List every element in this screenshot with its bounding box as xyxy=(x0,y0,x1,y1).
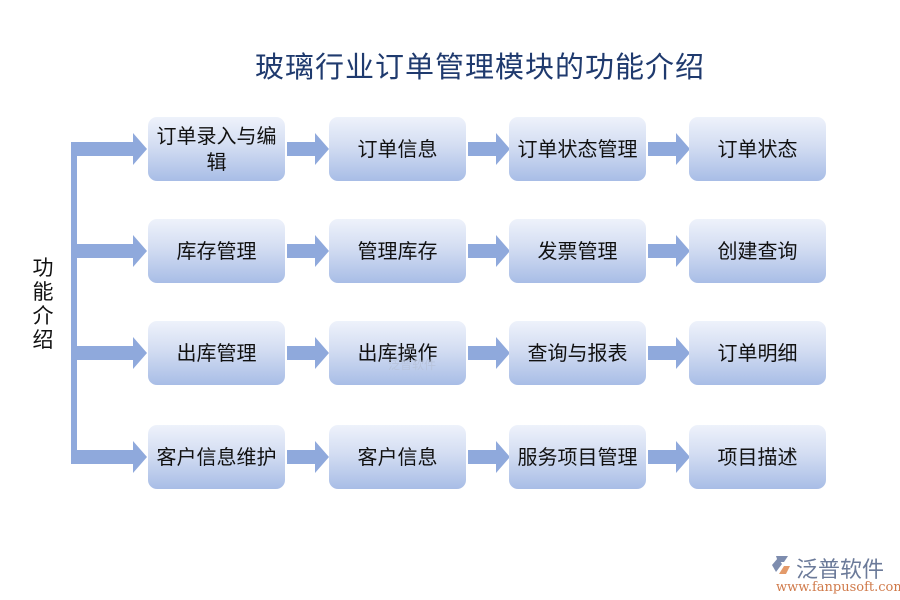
row1-box2: 订单信息 xyxy=(329,117,466,181)
row1-box4: 订单状态 xyxy=(689,117,826,181)
row1-box1: 订单录入与编辑 xyxy=(148,117,285,181)
logo-url: www.fanpusoft.com xyxy=(776,580,900,595)
arrow-icon xyxy=(468,235,510,267)
row4-box4: 项目描述 xyxy=(689,425,826,489)
row3-box1: 出库管理 xyxy=(148,321,285,385)
row3-box3: 查询与报表 xyxy=(509,321,646,385)
arrow-icon xyxy=(287,441,329,473)
arrow-icon xyxy=(287,337,329,369)
row2-box4: 创建查询 xyxy=(689,219,826,283)
arrow-icon xyxy=(468,337,510,369)
arrow-icon xyxy=(648,441,690,473)
trunk-connector xyxy=(71,148,77,464)
arrow-icon xyxy=(468,133,510,165)
side-label: 功能介绍 xyxy=(32,256,54,352)
row4-box2: 客户信息 xyxy=(329,425,466,489)
row1-box3: 订单状态管理 xyxy=(509,117,646,181)
arrow-icon xyxy=(71,441,147,473)
logo-name: 泛普软件 xyxy=(796,558,885,583)
fanpu-logo-icon xyxy=(772,556,790,574)
row2-box3: 发票管理 xyxy=(509,219,646,283)
arrow-icon xyxy=(71,133,147,165)
arrow-icon xyxy=(648,235,690,267)
arrow-icon xyxy=(287,235,329,267)
row4-box3: 服务项目管理 xyxy=(509,425,646,489)
row2-box2: 管理库存 xyxy=(329,219,466,283)
arrow-icon xyxy=(468,441,510,473)
diagram-title: 玻璃行业订单管理模块的功能介绍 xyxy=(254,50,705,84)
arrow-icon xyxy=(71,337,147,369)
row3-box2: 出库操作 xyxy=(329,321,466,385)
arrow-icon xyxy=(71,235,147,267)
arrow-icon xyxy=(648,337,690,369)
watermark: 泛普软件 xyxy=(388,358,437,372)
arrow-icon xyxy=(287,133,329,165)
arrow-icon xyxy=(648,133,690,165)
row2-box1: 库存管理 xyxy=(148,219,285,283)
row3-box4: 订单明细 xyxy=(689,321,826,385)
row4-box1: 客户信息维护 xyxy=(148,425,285,489)
